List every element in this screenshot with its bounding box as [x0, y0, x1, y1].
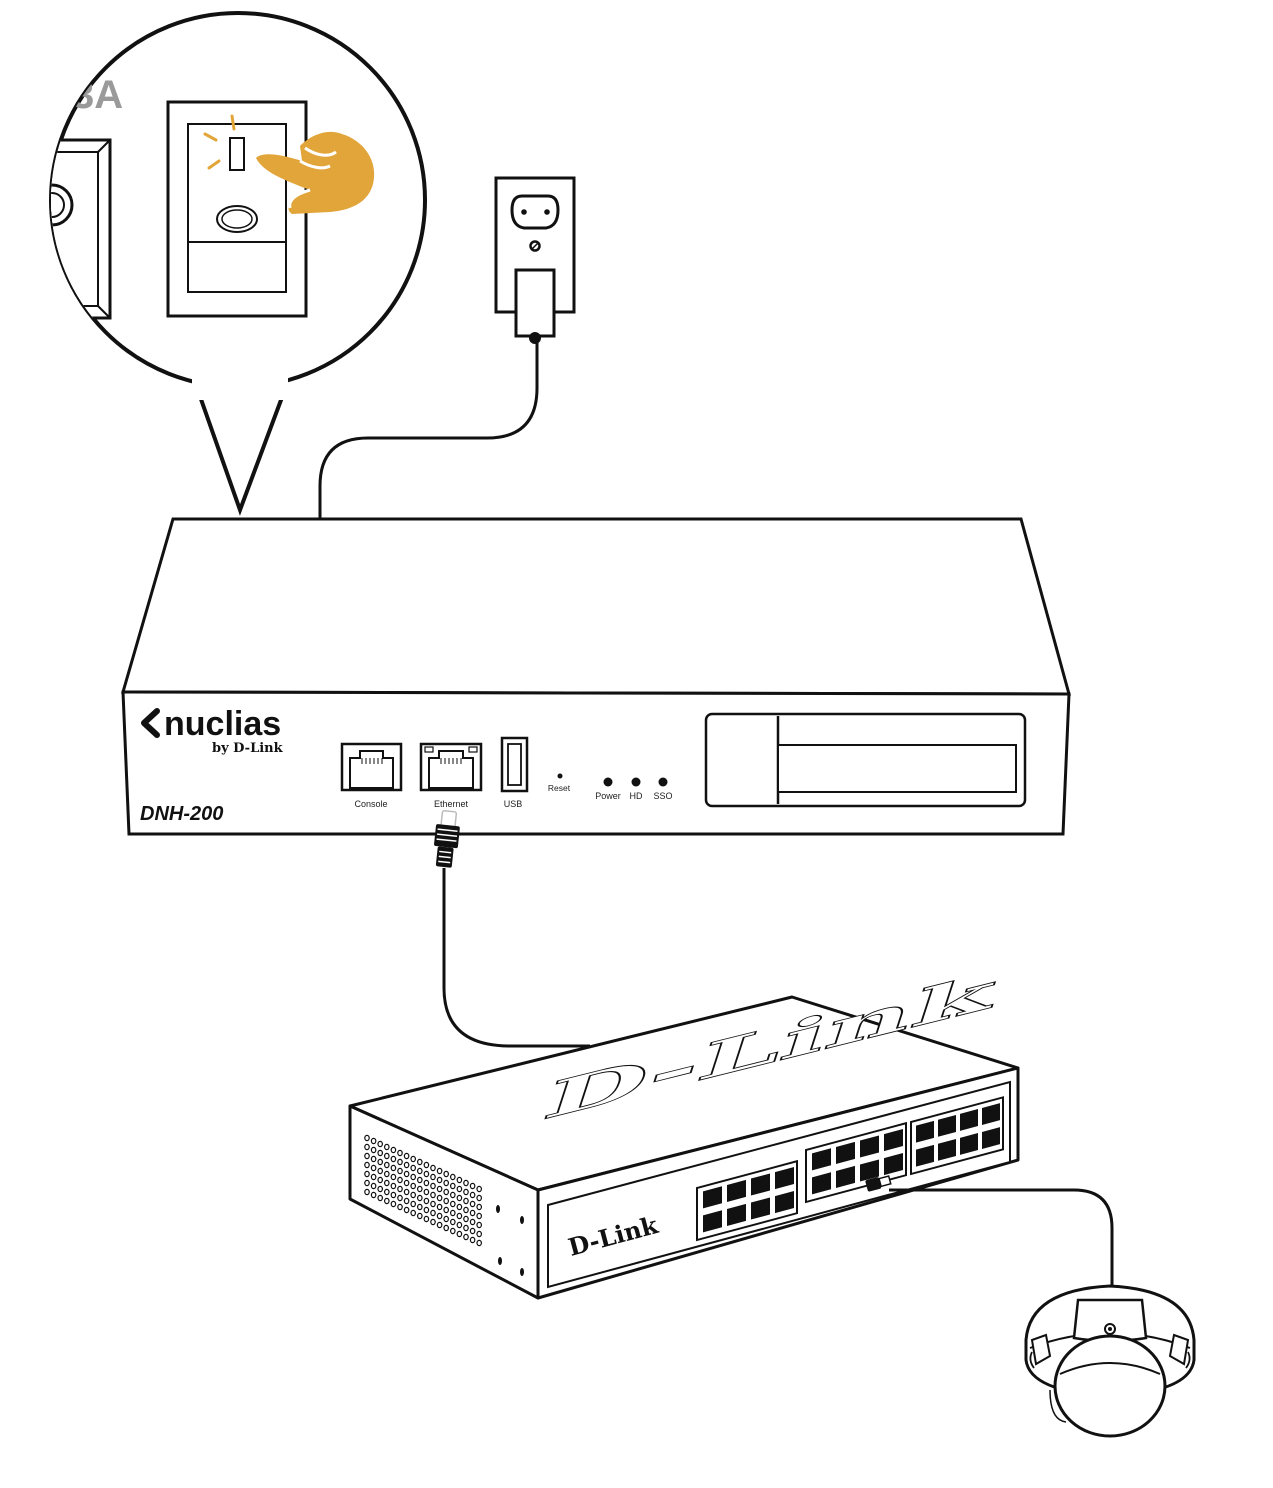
- callout-partial-label: 3A: [72, 73, 123, 117]
- switch-port-group-2: [805, 1121, 907, 1204]
- hub-model-label: DNH-200: [140, 803, 223, 825]
- console-port-label: Console: [354, 799, 387, 809]
- zoom-callout: 3A: [49, 11, 427, 516]
- rj45-plug-icon: [434, 810, 460, 868]
- usb-port: [500, 736, 529, 793]
- hd-led: [631, 777, 641, 787]
- power-led-label: Power: [595, 791, 621, 801]
- switch-port-group-3: [910, 1096, 1004, 1176]
- camera-cable: [889, 1188, 1114, 1290]
- hub-byline: by D-Link: [212, 741, 284, 756]
- power-adapter-icon: [514, 268, 556, 344]
- sso-led: [658, 777, 668, 787]
- usb-port-label: USB: [504, 799, 523, 809]
- reset-pinhole: [557, 773, 563, 779]
- dome-camera-icon: [1024, 1284, 1196, 1438]
- ethernet-port: [419, 742, 483, 792]
- hd-led-label: HD: [630, 791, 643, 801]
- switch-port-group-1: [696, 1159, 798, 1242]
- switch-side-screws: [496, 1205, 524, 1276]
- reset-label: Reset: [548, 783, 571, 793]
- hub-logo-text: nuclias: [164, 705, 281, 743]
- rocker-switch-icon: [166, 100, 308, 318]
- power-led: [603, 777, 613, 787]
- console-port: [340, 742, 403, 792]
- nuclias-chevron-icon: [141, 708, 160, 738]
- switch-plug-icon: [865, 1175, 892, 1192]
- adjacent-device: [51, 138, 112, 320]
- network-switch-device: D-Link D-Link: [348, 958, 1020, 1300]
- hand-pointer-icon: [256, 131, 375, 214]
- sso-led-label: SSO: [653, 791, 672, 801]
- switch-side-vents: [364, 1134, 483, 1247]
- hard-drive-bay: [704, 712, 1027, 808]
- ethernet-cable: [442, 868, 590, 1048]
- ethernet-port-label: Ethernet: [434, 799, 469, 809]
- nuclias-hub-device: nuclias by D-Link DNH-200 Console: [121, 517, 1071, 836]
- power-cable: [318, 338, 539, 520]
- press-indicator-icon: [203, 114, 236, 170]
